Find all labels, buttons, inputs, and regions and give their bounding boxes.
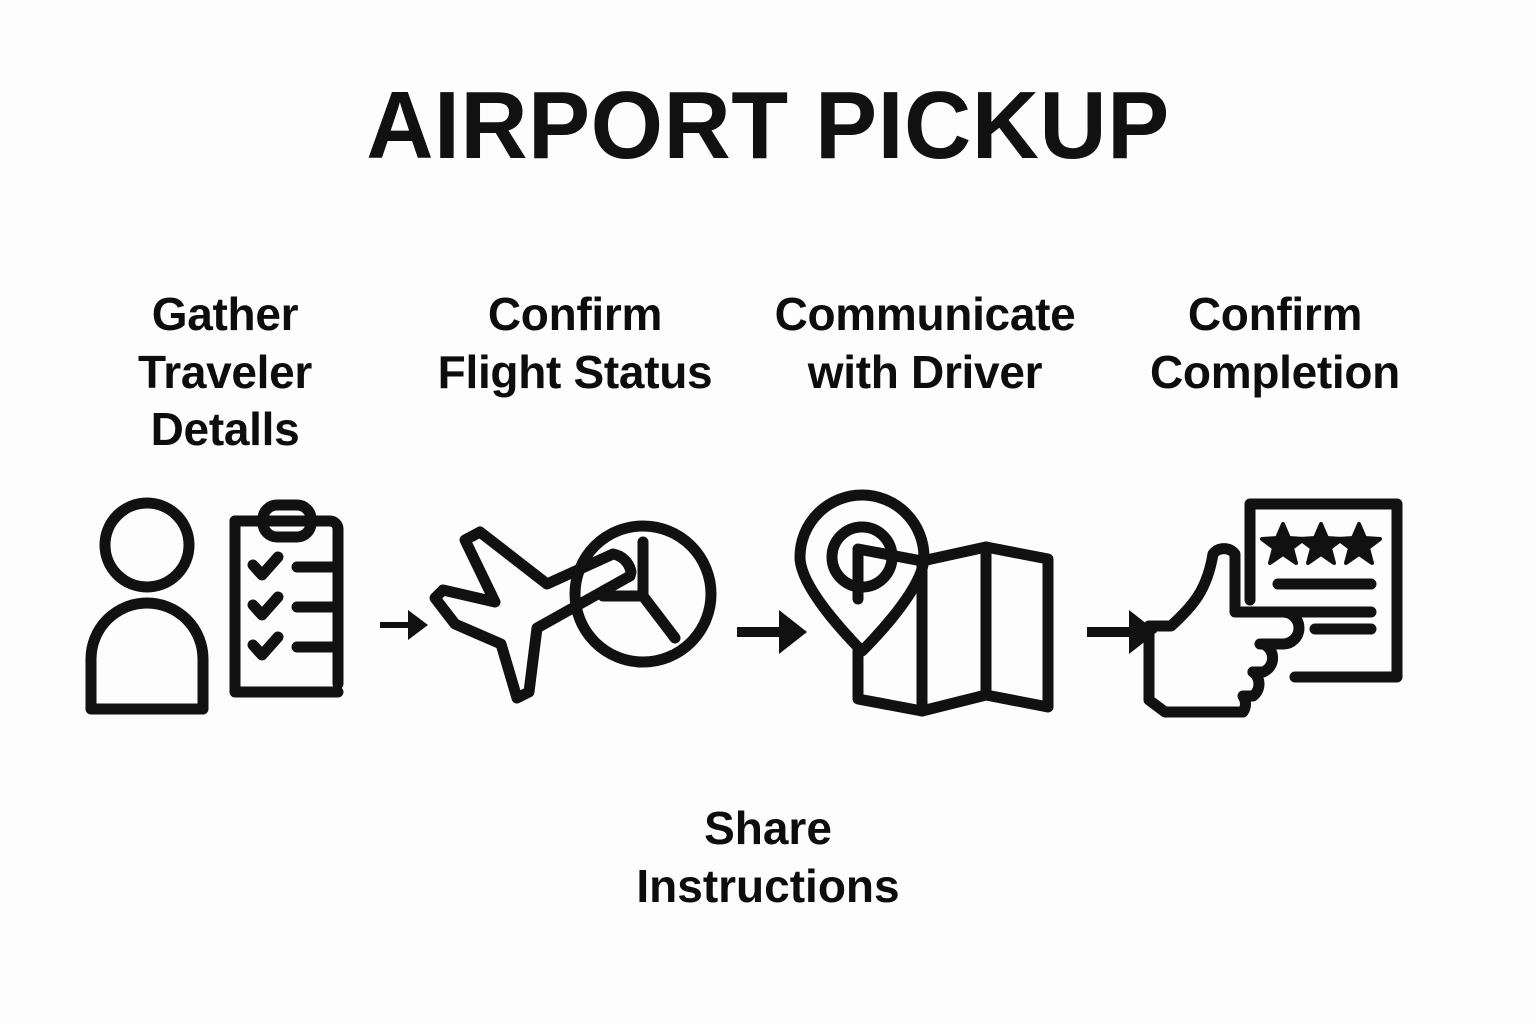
step-4-label-line-1: Confirm xyxy=(1187,288,1363,340)
person-head-icon xyxy=(99,497,195,592)
arrow-step2-to-step3 xyxy=(735,602,811,662)
arrow-step1-to-step2 xyxy=(378,602,430,648)
process-steps: Gather Traveler Detalls xyxy=(0,286,1536,756)
checkmark-icon xyxy=(247,551,284,580)
star-icon xyxy=(1298,521,1344,565)
clipboard-board-edge-icon xyxy=(229,515,344,689)
person-body-icon xyxy=(85,597,209,714)
airplane-icon xyxy=(429,526,637,704)
person-clipboard-icon xyxy=(80,491,370,721)
location-pin-icon xyxy=(794,489,930,656)
step-confirm-flight-status: Confirm Flight Status xyxy=(429,286,720,756)
arrow-step3-to-step4 xyxy=(1085,602,1161,662)
star-icon xyxy=(1336,521,1382,565)
step-2-label-line-2: Flight Status xyxy=(437,345,713,398)
pin-inner-circle-icon xyxy=(826,521,898,592)
clipboard-board-icon xyxy=(229,515,344,697)
right-arrow-icon xyxy=(1087,610,1157,654)
map-pin-icon xyxy=(780,489,1070,721)
step-1-label-line-2: Traveler xyxy=(137,345,313,398)
step-3-label-line-2: with Driver xyxy=(807,345,1043,398)
thumbs-up-hand-icon xyxy=(1143,542,1305,717)
step-gather-traveler-details: Gather Traveler Detalls xyxy=(80,286,370,756)
step-3-label: Communicate with Driver xyxy=(760,286,1090,401)
checkmark-icon xyxy=(247,591,284,620)
step-1-label: Gather Traveler Detalls xyxy=(80,286,370,459)
step-communicate-with-driver: Communicate with Driver xyxy=(775,286,1076,756)
thumbs-up-review-icon xyxy=(1130,491,1420,721)
page-title: AIRPORT PICKUP xyxy=(366,72,1170,179)
right-arrow-icon xyxy=(737,610,807,654)
step-4-label-line-2: Completion xyxy=(1150,345,1400,398)
step-2-label-line-1: Confirm xyxy=(487,288,663,340)
step-3-label-line-1: Communicate xyxy=(774,288,1076,340)
star-icon xyxy=(1260,521,1306,565)
step-1-label-line-1: Gather xyxy=(151,288,299,340)
clock-face-icon xyxy=(569,520,717,668)
step-confirm-completion: Confirm Completion xyxy=(1130,286,1420,756)
airplane-clock-icon xyxy=(429,491,720,721)
step-2-label: Confirm Flight Status xyxy=(415,286,735,401)
caption-line-1: Share xyxy=(704,802,832,854)
step-1-label-line-3: Detalls xyxy=(150,403,300,455)
step-4-label: Confirm Completion xyxy=(1110,286,1440,401)
checkmark-icon xyxy=(247,631,284,660)
review-document-icon xyxy=(1244,498,1403,682)
caption-line-2: Instructions xyxy=(636,859,900,912)
clipboard-clip-icon xyxy=(257,499,317,542)
share-instructions-caption: Share Instructions xyxy=(636,800,899,915)
clock-hand-icon xyxy=(637,590,681,644)
right-arrow-icon xyxy=(380,610,428,640)
